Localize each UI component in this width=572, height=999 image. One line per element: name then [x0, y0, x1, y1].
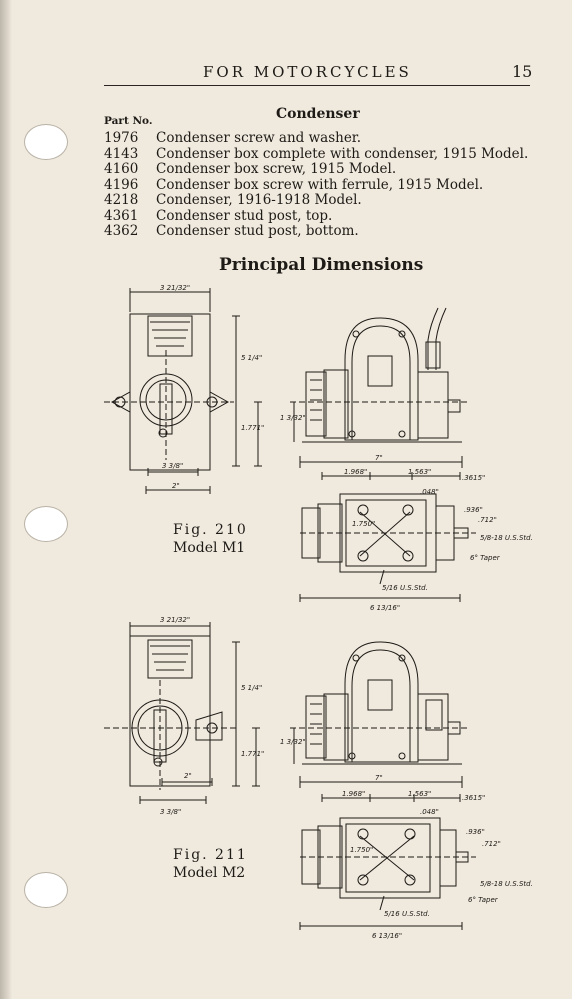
- dim-plan-thread-m2: 5/8-18 U.S.Std.: [480, 880, 533, 888]
- parts-row: 4160 Condenser box screw, 1915 Model.: [104, 161, 544, 177]
- dim-plan-taper: 6° Taper: [470, 554, 501, 562]
- dim-base-half: 2": [172, 482, 180, 490]
- dim-plan-screw: 5/16 U.S.Std.: [382, 584, 428, 592]
- part-description: Condenser stud post, bottom.: [156, 223, 359, 239]
- model-label: Model M2: [173, 865, 246, 881]
- dim-side-half-height-m2: 1 3/32": [280, 738, 306, 746]
- dim-plan-tip: .048": [420, 488, 439, 496]
- binder-hole-bottom: [24, 872, 68, 908]
- dimensions-title: Principal Dimensions: [219, 255, 424, 275]
- part-number: 4361: [104, 207, 139, 224]
- part-number: 4196: [104, 176, 139, 193]
- binder-hole-top: [24, 124, 68, 160]
- dim-plan-offset-2-m2: 1.563": [408, 790, 431, 798]
- part-number: 1976: [104, 130, 139, 146]
- dim-plan-depth: 1.750": [352, 520, 375, 528]
- page-number: 15: [512, 62, 533, 81]
- parts-row: 4361 Condenser stud post, top.: [104, 208, 544, 224]
- figure-label: Fig. 211: [173, 847, 248, 863]
- dim-height-m2: 5 1/4": [241, 684, 262, 692]
- dim-plan-dia-1: .936": [464, 506, 483, 514]
- running-head: FOR MOTORCYCLES: [203, 63, 412, 81]
- dim-plan-dia-2: .712": [478, 516, 497, 524]
- parts-row: 4196 Condenser box screw with ferrule, 19…: [104, 177, 544, 193]
- part-number: 4362: [104, 223, 139, 239]
- side-elevation-m2: [290, 641, 468, 788]
- part-description: Condenser box complete with condenser, 1…: [156, 145, 529, 162]
- figure-caption-210: Fig. 210 Model M1: [173, 521, 248, 557]
- part-no-header: Part No.: [104, 115, 153, 127]
- dim-plan-offset: 1.968": [344, 468, 367, 476]
- dim-plan-dia-2-m2: .712": [482, 840, 501, 848]
- plan-view-m2: [299, 794, 476, 930]
- dim-side-length-m2: 7": [375, 774, 383, 782]
- side-elevation-m1: [290, 307, 468, 468]
- figure-caption-211: Fig. 211 Model M2: [173, 846, 248, 882]
- end-elevation-m1: [104, 288, 262, 494]
- part-number: 4218: [104, 192, 139, 208]
- binding-edge: [0, 0, 12, 999]
- dim-plan-shaft-m2: .3615": [462, 794, 485, 802]
- dim-width-top-m2: 3 21/32": [160, 616, 190, 624]
- model-label: Model M1: [173, 540, 246, 556]
- dim-base-width-m2: 3 3/8": [160, 808, 181, 816]
- dim-width-top: 3 21/32": [160, 284, 190, 292]
- dim-plan-length: 6 13/16": [370, 604, 400, 612]
- part-description: Condenser screw and washer.: [156, 130, 362, 146]
- dim-plan-screw-m2: 5/16 U.S.Std.: [384, 910, 430, 918]
- plan-view-m1: [299, 472, 476, 602]
- dim-plan-length-m2: 6 13/16": [372, 932, 402, 940]
- part-description: Condenser, 1916-1918 Model.: [156, 192, 362, 208]
- part-description: Condenser stud post, top.: [156, 207, 333, 224]
- parts-row: 1976 Condenser screw and washer.: [104, 130, 544, 146]
- parts-row: 4143 Condenser box complete with condense…: [104, 146, 544, 162]
- dim-plan-offset-2: 1.563": [408, 468, 431, 476]
- parts-row: 4218 Condenser, 1916-1918 Model.: [104, 192, 544, 208]
- part-number: 4160: [104, 161, 139, 177]
- dim-plan-depth-m2: 1.750": [350, 846, 373, 854]
- dim-side-half-height: 1 3/32": [280, 414, 306, 422]
- dim-side-length: 7": [375, 454, 383, 462]
- part-description: Condenser box screw with ferrule, 1915 M…: [156, 176, 484, 193]
- end-elevation-m2: [104, 622, 260, 804]
- dim-plan-thread: 5/8-18 U.S.Std.: [480, 534, 533, 542]
- dim-base-width: 3 3/8": [162, 462, 183, 470]
- part-description: Condenser box screw, 1915 Model.: [156, 161, 397, 177]
- dim-height: 5 1/4": [241, 354, 262, 362]
- dim-plan-shaft: .3615": [462, 474, 485, 482]
- dim-center-height-m2: 1.771": [241, 750, 264, 758]
- parts-row: 4362 Condenser stud post, bottom.: [104, 223, 544, 239]
- condenser-title: Condenser: [276, 106, 360, 122]
- part-number: 4143: [104, 145, 139, 162]
- figure-label: Fig. 210: [173, 522, 248, 538]
- dim-center-height: 1.771": [241, 424, 264, 432]
- header-rule: [104, 85, 530, 86]
- dim-base-half-m2: 2": [184, 772, 192, 780]
- dim-plan-offset-m2: 1.968": [342, 790, 365, 798]
- dim-plan-taper-m2: 6° Taper: [468, 896, 499, 904]
- binder-hole-middle: [24, 506, 68, 542]
- dim-plan-dia-1-m2: .936": [466, 828, 485, 836]
- dim-plan-tip-m2: .048": [420, 808, 439, 816]
